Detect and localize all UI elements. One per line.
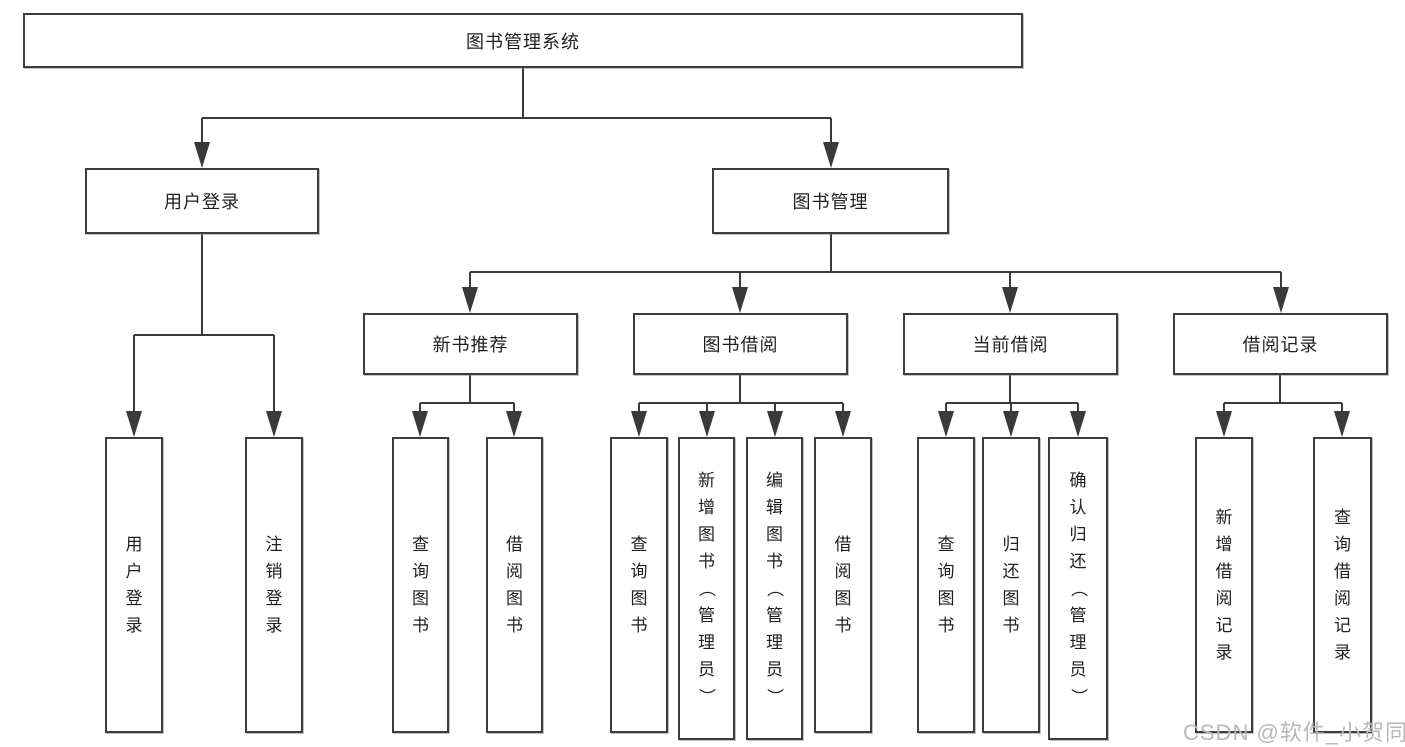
leaf-logout-label: 注销登录 bbox=[265, 535, 283, 635]
leaf-borrow-book-label: 借阅图书 bbox=[834, 535, 852, 635]
leaf-confirm-return-admin-label: 确认归还（管理员） bbox=[1068, 471, 1088, 705]
leaf-logout: 注销登录 bbox=[245, 437, 303, 733]
leaf-user-login-label: 用户登录 bbox=[125, 535, 143, 635]
node-user-login-label: 用户登录 bbox=[164, 192, 240, 212]
leaf-borrowing-query: 查询图书 bbox=[610, 437, 668, 733]
node-book-management: 图书管理 bbox=[712, 168, 949, 234]
leaf-current-query-label: 查询图书 bbox=[937, 535, 955, 635]
leaf-borrowing-query-label: 查询图书 bbox=[630, 535, 648, 635]
leaf-add-book-admin: 新增图书（管理员） bbox=[678, 437, 735, 740]
node-new-book-recommend: 新书推荐 bbox=[363, 313, 578, 375]
node-current-borrowing-label: 当前借阅 bbox=[972, 335, 1049, 355]
leaf-newbook-borrow-label: 借阅图书 bbox=[506, 535, 523, 635]
leaf-query-borrow-record: 查询借阅记录 bbox=[1313, 437, 1372, 733]
node-borrow-records-label: 借阅记录 bbox=[1242, 335, 1319, 355]
leaf-edit-book-admin-label: 编辑图书（管理员） bbox=[765, 471, 784, 705]
node-root: 图书管理系统 bbox=[23, 13, 1023, 68]
node-root-label: 图书管理系统 bbox=[466, 31, 580, 52]
node-current-borrowing: 当前借阅 bbox=[903, 313, 1118, 375]
leaf-query-borrow-record-label: 查询借阅记录 bbox=[1334, 508, 1351, 662]
leaf-edit-book-admin: 编辑图书（管理员） bbox=[746, 437, 803, 740]
node-new-book-recommend-label: 新书推荐 bbox=[432, 335, 509, 355]
node-book-management-label: 图书管理 bbox=[792, 192, 869, 212]
leaf-add-borrow-record-label: 新增借阅记录 bbox=[1215, 508, 1233, 662]
leaf-user-login: 用户登录 bbox=[105, 437, 163, 733]
leaf-confirm-return-admin: 确认归还（管理员） bbox=[1048, 437, 1108, 740]
leaf-current-query: 查询图书 bbox=[917, 437, 975, 733]
arrowhead-icons bbox=[126, 142, 1350, 437]
leaf-add-borrow-record: 新增借阅记录 bbox=[1195, 437, 1253, 733]
leaf-return-book-label: 归还图书 bbox=[1002, 535, 1020, 635]
leaf-newbook-query: 查询图书 bbox=[392, 437, 449, 733]
node-book-borrowing-label: 图书借阅 bbox=[702, 335, 779, 355]
leaf-newbook-query-label: 查询图书 bbox=[412, 535, 429, 635]
csdn-watermark: CSDN @软件_小贺同学 bbox=[1183, 720, 1405, 745]
node-book-borrowing: 图书借阅 bbox=[633, 313, 848, 375]
leaf-borrow-book: 借阅图书 bbox=[814, 437, 872, 733]
leaf-newbook-borrow: 借阅图书 bbox=[486, 437, 543, 733]
node-borrow-records: 借阅记录 bbox=[1173, 313, 1388, 375]
leaf-add-book-admin-label: 新增图书（管理员） bbox=[697, 471, 716, 705]
node-user-login: 用户登录 bbox=[85, 168, 319, 234]
leaf-return-book: 归还图书 bbox=[982, 437, 1040, 733]
